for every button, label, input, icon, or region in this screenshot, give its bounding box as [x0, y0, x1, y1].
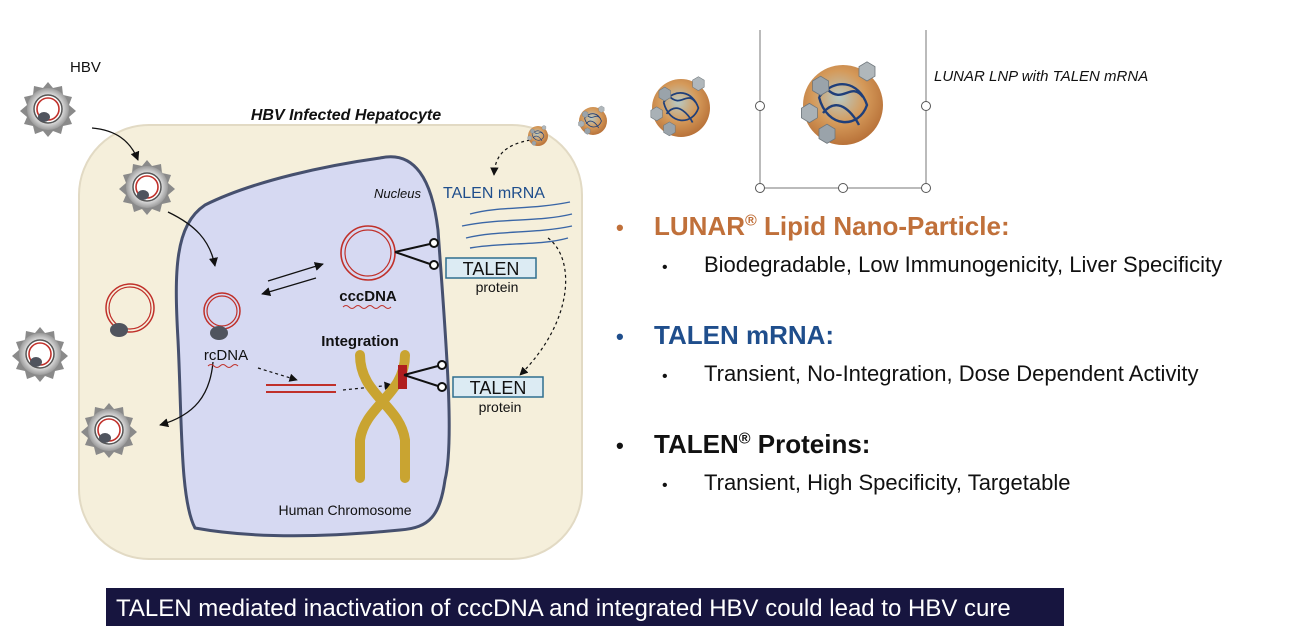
talen-box-label: TALEN — [470, 378, 527, 398]
bullet-sub-text: Transient, High Specificity, Targetable — [704, 470, 1071, 495]
talen-protein-box — [452, 376, 544, 398]
protein-label: protein — [479, 399, 522, 415]
rcdna-label: rcDNA — [204, 347, 248, 364]
lnp-particle-icon — [800, 60, 885, 147]
nucleus-label: Nucleus — [374, 186, 421, 201]
bullet-heading: • TALEN mRNA: — [616, 315, 1306, 357]
human-chromosome — [355, 350, 410, 483]
bullet-heading: • LUNAR® Lipid Nano-Particle: — [616, 206, 1306, 248]
bullet-dot: • — [616, 215, 624, 240]
scissors-icon — [394, 238, 439, 270]
bullet-sub: •Biodegradable, Low Immunogenicity, Live… — [616, 248, 1306, 285]
hbv-virion-icon — [19, 81, 77, 138]
scissors-icon — [403, 360, 447, 392]
banner-text: TALEN mediated inactivation of cccDNA an… — [116, 595, 1011, 622]
nucleus — [174, 155, 451, 538]
selection-frame — [755, 30, 931, 193]
lnp-caption: LUNAR LNP with TALEN mRNA — [934, 68, 1148, 85]
bullet-sub: •Transient, No-Integration, Dose Depende… — [616, 357, 1306, 394]
bullet-lunar: • LUNAR® Lipid Nano-Particle: •Biodegrad… — [616, 206, 1306, 285]
hbv-virion-icon — [11, 326, 69, 383]
protein-label: protein — [476, 279, 519, 295]
bullet-heading-text: TALEN® Proteins: — [654, 429, 871, 459]
bullet-list: • LUNAR® Lipid Nano-Particle: •Biodegrad… — [616, 206, 1306, 533]
talen-protein-box — [445, 257, 537, 279]
bullet-heading: • TALEN® Proteins: — [616, 424, 1306, 466]
talen-mrna-label: TALEN mRNA — [443, 185, 545, 202]
conclusion-banner: TALEN mediated inactivation of cccDNA an… — [106, 588, 1064, 626]
lnp-particle-icon — [649, 75, 711, 138]
mrna-strands — [461, 201, 573, 249]
chromosome-label: Human Chromosome — [278, 502, 411, 518]
lnp-particle-icon — [578, 105, 608, 136]
bullet-talen-proteins: • TALEN® Proteins: •Transient, High Spec… — [616, 424, 1306, 503]
cccdna-label: cccDNA — [339, 288, 397, 305]
bullet-heading-text: LUNAR® Lipid Nano-Particle: — [654, 211, 1010, 241]
bullet-sub-text: Biodegradable, Low Immunogenicity, Liver… — [704, 252, 1223, 277]
bullet-sub: •Transient, High Specificity, Targetable — [616, 466, 1306, 503]
bullet-dot: • — [616, 433, 624, 458]
bullet-sub-text: Transient, No-Integration, Dose Dependen… — [704, 361, 1199, 386]
bullet-heading-text: TALEN mRNA: — [654, 320, 835, 350]
bullet-talen-mrna: • TALEN mRNA: •Transient, No-Integration… — [616, 315, 1306, 394]
talen-box-label: TALEN — [463, 259, 520, 279]
bullet-dot: • — [616, 324, 624, 349]
integration-label: Integration — [321, 333, 399, 350]
hepatocyte-title: HBV Infected Hepatocyte — [251, 107, 441, 124]
hbv-label: HBV — [70, 59, 101, 76]
